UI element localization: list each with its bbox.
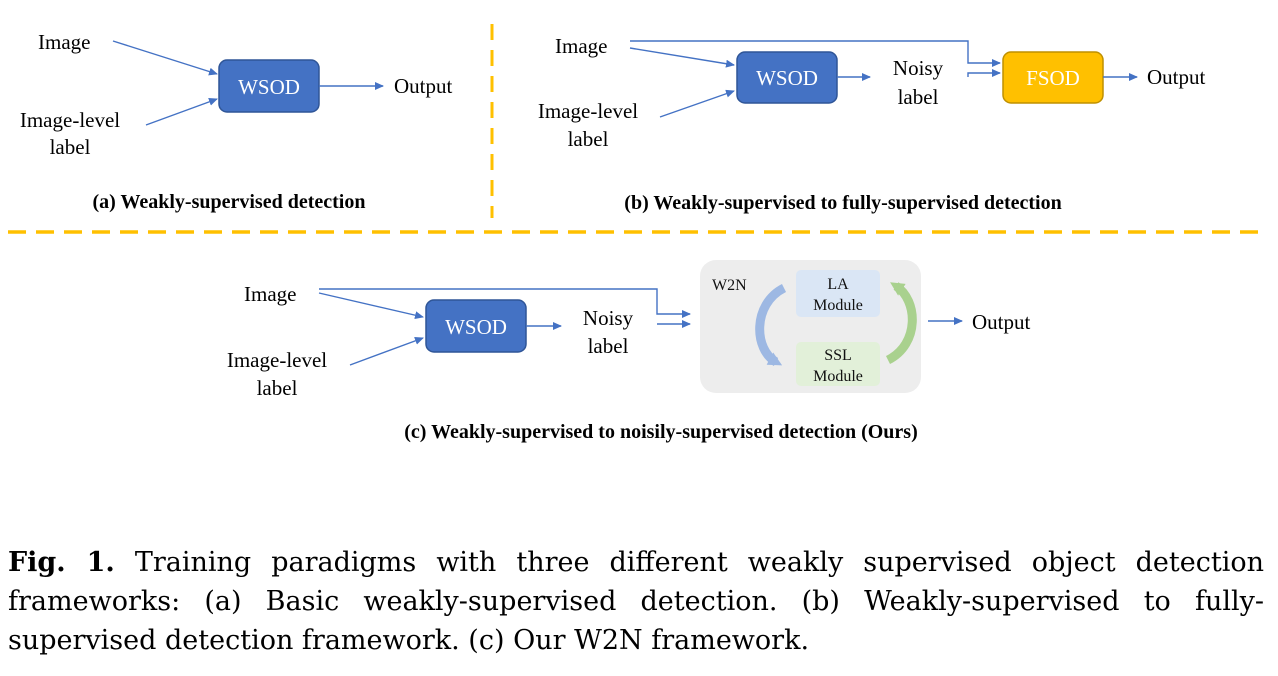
diagram: Image Image-level label WSOD Output (a) … <box>8 24 1262 443</box>
panel-a-label-word: label <box>50 135 91 159</box>
panel-b-arrow-label <box>659 89 735 118</box>
panel-b-arrow-image-to-fsod <box>630 40 1001 67</box>
panel-c-arrow-image-to-w2n <box>319 288 691 318</box>
panel-c-output: Output <box>972 310 1031 334</box>
loop-arrow-right <box>885 282 917 365</box>
panel-a-image-level-label: Image-level <box>20 108 120 132</box>
figure-label: Fig. 1. <box>8 547 115 578</box>
panel-b-label-word: label <box>568 127 609 151</box>
panel-c-arrow-label <box>349 337 424 366</box>
la-module-box <box>796 270 880 317</box>
ssl-module-line1: SSL <box>824 347 852 364</box>
panel-c-noisy-label-word: label <box>588 334 629 358</box>
panel-b-arrow-image <box>629 47 735 68</box>
panel-a-wsod-text: WSOD <box>238 75 300 99</box>
ssl-module-box <box>796 342 880 386</box>
w2n-label: W2N <box>712 277 747 294</box>
panel-c-noisy-label: Noisy <box>583 306 634 330</box>
panel-b-arrow-noisy-to-fsod <box>967 69 1001 77</box>
panel-c-image-label: Image <box>244 282 296 306</box>
panel-b-caption: (b) Weakly-supervised to fully-supervise… <box>624 192 1061 214</box>
panel-a-caption: (a) Weakly-supervised detection <box>93 191 366 213</box>
panel-c-image-level-label: Image-level <box>227 348 327 372</box>
loop-arrow-left <box>755 283 787 366</box>
panel-c: Image Image-level label WSOD Noisy label… <box>227 260 1031 443</box>
panel-b: Image Image-level label WSOD Noisy label… <box>538 34 1206 214</box>
panel-c-label-word: label <box>257 376 298 400</box>
la-module-line2: Module <box>813 297 863 314</box>
figure-caption: Fig. 1. Training paradigms with three di… <box>8 543 1264 660</box>
la-module-line1: LA <box>827 276 849 293</box>
panel-b-wsod-text: WSOD <box>756 66 818 90</box>
panel-b-image-level-label: Image-level <box>538 99 638 123</box>
panel-a-output: Output <box>394 74 453 98</box>
panel-c-caption: (c) Weakly-supervised to noisily-supervi… <box>404 421 918 443</box>
panel-c-arrow-image <box>318 292 424 320</box>
panel-a: Image Image-level label WSOD Output (a) … <box>20 30 453 213</box>
panel-b-image-label: Image <box>555 34 607 58</box>
panel-a-image-label: Image <box>38 30 90 54</box>
panel-c-wsod-text: WSOD <box>445 315 507 339</box>
panel-b-noisy-label-word: label <box>898 85 939 109</box>
ssl-module-line2: Module <box>813 368 863 385</box>
panel-b-fsod-text: FSOD <box>1026 66 1080 90</box>
figure-caption-text: Training paradigms with three different … <box>8 547 1264 656</box>
panel-a-arrow-label <box>145 97 218 126</box>
panel-a-arrow-image <box>112 40 218 76</box>
panel-b-output: Output <box>1147 65 1206 89</box>
panel-b-noisy-label: Noisy <box>893 56 944 80</box>
